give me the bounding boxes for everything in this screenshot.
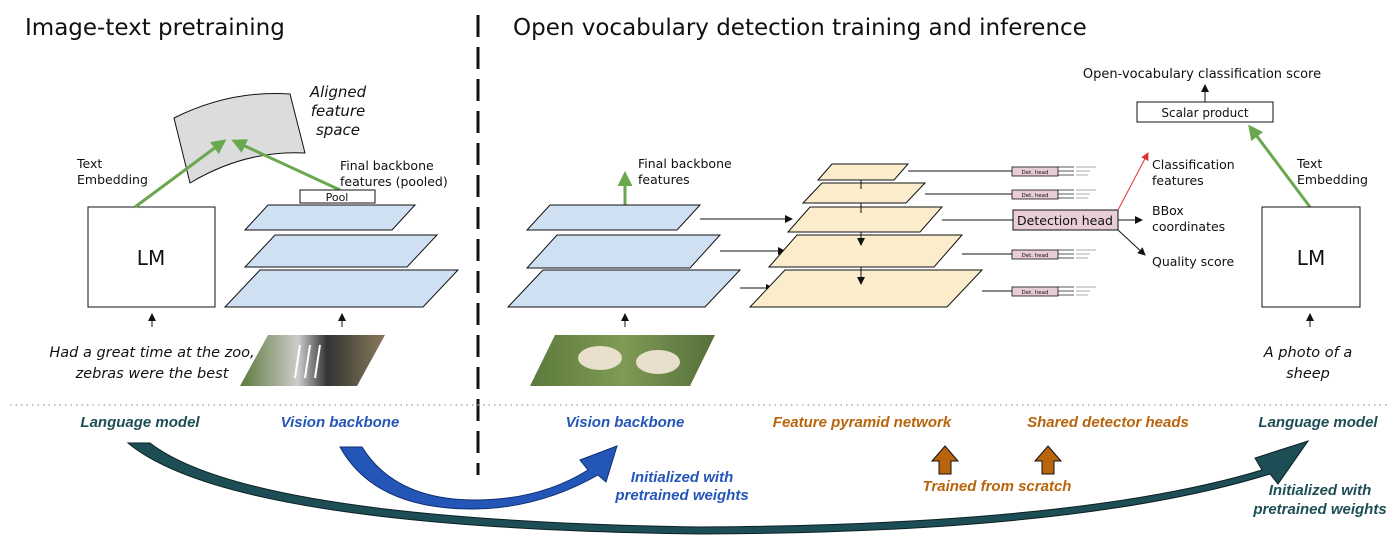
text-embedding-arrow	[134, 139, 227, 209]
blue-curved-arrow	[339, 445, 618, 510]
backbone-layer	[525, 204, 702, 231]
det-head-label: Det. head	[1021, 193, 1048, 199]
det-head-label: Det. head	[1021, 170, 1048, 176]
fpn-layer	[786, 206, 944, 233]
pooled-features-label: features (pooled)	[340, 174, 448, 189]
classification-features-label: Classification	[1152, 157, 1235, 172]
caption-line: A photo of a	[1263, 345, 1352, 361]
init-pretrained-label: pretrained weights	[614, 487, 748, 504]
detection-head-label: Detection head	[1017, 213, 1113, 228]
label-language-model: Language model	[1258, 414, 1378, 431]
score-label: Open-vocabulary classification score	[1083, 67, 1321, 82]
lm-label: LM	[1297, 246, 1325, 270]
aligned-space-label: feature	[311, 102, 366, 120]
sheep-photo	[530, 335, 715, 386]
small-det-heads: Det. head Det. head Det. head Det. head	[1011, 166, 1096, 297]
det-head-label: Det. head	[1021, 253, 1048, 259]
text-embedding-label: Text	[76, 156, 102, 171]
pooled-features-label: Final backbone	[340, 158, 434, 173]
quality-score-label: Quality score	[1152, 254, 1235, 269]
label-vision-backbone: Vision backbone	[566, 414, 685, 431]
text-embedding-arrow	[1248, 124, 1312, 208]
scalar-product-label: Scalar product	[1161, 106, 1248, 120]
label-feature-pyramid-network: Feature pyramid network	[773, 414, 952, 431]
aligned-feature-space-sheet	[173, 93, 306, 184]
language-model-box	[1261, 206, 1361, 308]
det-head-box	[1011, 189, 1059, 200]
sheep	[578, 346, 622, 370]
pooled-features-arrow	[231, 139, 341, 192]
caption-line: sheep	[1286, 366, 1330, 382]
init-pretrained-label: Initialized with	[631, 469, 734, 486]
language-model-box	[87, 206, 216, 308]
init-pretrained-label: pretrained weights	[1252, 501, 1386, 518]
aligned-space-label: Aligned	[309, 83, 367, 101]
label-shared-detector-heads: Shared detector heads	[1027, 414, 1189, 431]
label-language-model: Language model	[80, 414, 200, 431]
right-title: Open vocabulary detection training and i…	[513, 15, 1087, 41]
init-pretrained-label: Initialized with	[1269, 482, 1372, 499]
det-head-label: Det. head	[1021, 290, 1048, 296]
backbone-features-label: Final backbone	[638, 156, 732, 171]
heads-up-arrow	[1033, 445, 1063, 475]
pool-box	[299, 189, 376, 204]
det-head-box	[1011, 249, 1059, 260]
zebra-stripes	[294, 344, 321, 379]
teal-curved-arrow	[126, 440, 1310, 535]
pool-label: Pool	[326, 191, 349, 204]
fpn-to-head-lines	[908, 170, 1013, 292]
label-vision-backbone: Vision backbone	[281, 414, 400, 431]
fpn-up-arrow	[930, 445, 960, 475]
fpn-layer	[816, 163, 910, 181]
det-head-box	[1011, 286, 1059, 297]
fpn-layer	[767, 234, 964, 268]
backbone-features-label: features	[638, 172, 690, 187]
caption-line: zebras were the best	[75, 366, 230, 382]
caption-line: Had a great time at the zoo,	[49, 345, 254, 361]
backbone-layer	[525, 234, 722, 269]
backbone-layer	[243, 204, 417, 231]
trained-from-scratch-label: Trained from scratch	[923, 478, 1072, 495]
classification-arrow	[1117, 152, 1149, 211]
classification-features-label: features	[1152, 173, 1204, 188]
backbone-layer	[223, 269, 460, 308]
backbone-layer	[243, 234, 439, 268]
text-embedding-label: Text	[1296, 156, 1322, 171]
zebra-photo	[240, 335, 385, 386]
backbone-layer	[506, 269, 742, 308]
fpn-layer	[801, 182, 927, 204]
det-head-box	[1011, 166, 1059, 177]
sheep	[636, 350, 680, 374]
fpn-layer	[748, 269, 984, 308]
quality-arrow	[1117, 229, 1146, 256]
lm-label: LM	[137, 246, 165, 270]
aligned-space-label: space	[316, 121, 360, 139]
bbox-label: BBox	[1152, 203, 1184, 218]
text-embedding-label: Embedding	[1297, 172, 1368, 187]
left-title: Image-text pretraining	[25, 15, 285, 41]
text-embedding-label: Embedding	[77, 172, 148, 187]
bbox-label: coordinates	[1152, 219, 1225, 234]
